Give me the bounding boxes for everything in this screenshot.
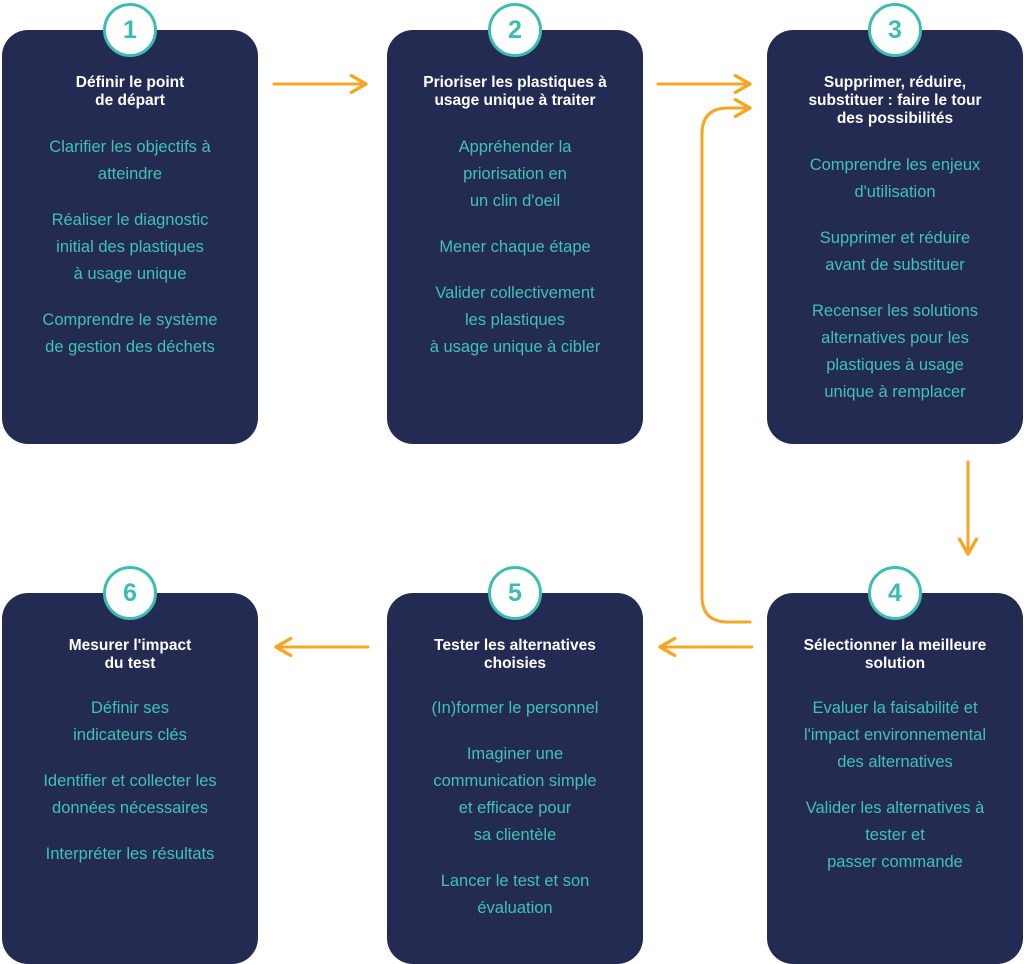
step-title: Mesurer l'impact du test — [68, 637, 192, 672]
step-item: Appréhender la priorisation en un clin d… — [458, 138, 572, 210]
step-item: Réaliser le diagnostic initial des plast… — [51, 211, 209, 283]
step-item: Valider les alternatives à tester et pas… — [805, 799, 985, 871]
step-title: Sélectionner la meilleure solution — [803, 637, 987, 672]
step-item: Imaginer une communication simple et eff… — [433, 745, 597, 844]
step-item: Comprendre le système de gestion des déc… — [42, 311, 218, 356]
step-item: Evaluer la faisabilité et l'impact envir… — [804, 699, 986, 771]
step-number-badge: 3 — [868, 3, 922, 57]
step-number-badge: 4 — [868, 566, 922, 620]
step-card-5: 5 Tester les alternatives choisies (In)f… — [387, 566, 643, 964]
step-number-badge: 2 — [488, 3, 542, 57]
step-card-4: 4 Sélectionner la meilleure solution Eva… — [767, 566, 1023, 964]
step-card-3: 3 Supprimer, réduire, substituer : faire… — [767, 3, 1023, 444]
step-item: Valider collectivement les plastiques à … — [429, 284, 601, 356]
step-item: Identifier et collecter les données néce… — [43, 772, 217, 817]
step-card-6: 6 Mesurer l'impact du test Définir ses i… — [2, 566, 258, 964]
step-item: Mener chaque étape — [439, 238, 591, 256]
step-item: Supprimer et réduire avant de substituer — [819, 229, 971, 274]
step-item: Définir ses indicateurs clés — [73, 699, 187, 744]
step-title: Définir le point de départ — [75, 74, 185, 109]
step-item: (In)former le personnel — [431, 699, 599, 717]
step-title: Tester les alternatives choisies — [434, 637, 596, 672]
step-item: Clarifier les objectifs à atteindre — [49, 138, 211, 183]
step-item: Recenser les solutions alternatives pour… — [812, 302, 978, 401]
step-title: Prioriser les plastiques à usage unique … — [423, 74, 607, 109]
step-number-badge: 5 — [488, 566, 542, 620]
step-item: Lancer le test et son évaluation — [440, 872, 590, 917]
step-item: Interpréter les résultats — [45, 845, 215, 863]
step-title: Supprimer, réduire, substituer : faire l… — [808, 74, 982, 127]
step-card-1: 1 Définir le point de départ Clarifier l… — [2, 3, 258, 444]
arrow-4-loop-to-3 — [700, 97, 752, 624]
step-card-2: 2 Prioriser les plastiques à usage uniqu… — [387, 3, 643, 444]
step-number-badge: 6 — [103, 566, 157, 620]
step-item: Comprendre les enjeux d'utilisation — [809, 156, 981, 201]
step-number-badge: 1 — [103, 3, 157, 57]
